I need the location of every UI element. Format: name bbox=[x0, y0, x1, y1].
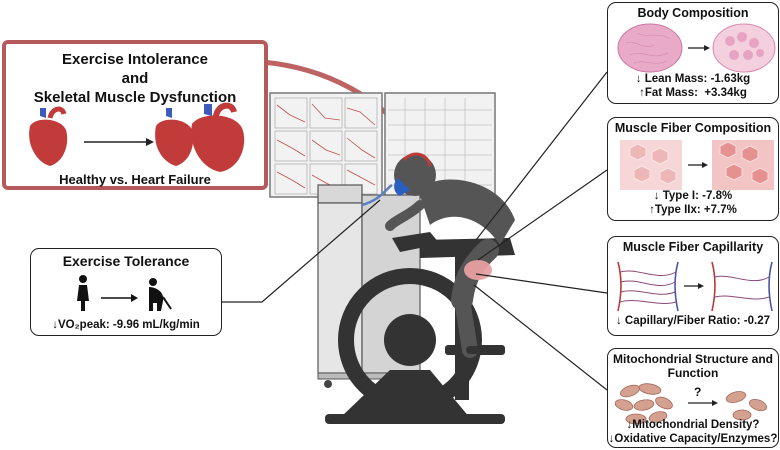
fatigued-person-icon bbox=[149, 278, 172, 311]
hf-capillary-network-icon bbox=[711, 261, 773, 312]
header-title-line2: and bbox=[121, 70, 149, 87]
walking-person-icon bbox=[77, 275, 89, 311]
healthy-mitochondria-icon bbox=[614, 383, 673, 425]
lean-mass-stat: ↓ Lean Mass: -1.63kg bbox=[635, 73, 751, 85]
hf-mitochondria-icon bbox=[725, 391, 768, 421]
exercise-tolerance-panel: Exercise Tolerance ↓VO₂peak: -9.96 mL/kg… bbox=[30, 248, 222, 336]
body-composition-title: Body Composition bbox=[637, 6, 749, 20]
healthy-muscle-cross-section-icon bbox=[617, 23, 683, 73]
mitochondria-graphic bbox=[614, 383, 768, 425]
mitochondria-panel: Mitochondrial Structure and Function ? ↓… bbox=[607, 348, 779, 448]
type-i-stat: ↓ Type I: -7.8% bbox=[653, 190, 733, 202]
healthy-heart-icon bbox=[29, 106, 68, 166]
healthy-fiber-mosaic-icon bbox=[620, 140, 682, 190]
header-panel: Exercise Intolerance and Skeletal Muscle… bbox=[2, 40, 268, 190]
mitochondria-question-mark: ? bbox=[694, 385, 702, 399]
body-composition-panel: Body Composition ↓ Lean Mass: -1.63kg ↑F… bbox=[607, 2, 779, 104]
mitochondria-title-line1: Mitochondrial Structure and bbox=[612, 352, 773, 366]
heart-comparison-graphic bbox=[29, 102, 245, 172]
capillary-ratio-stat: ↓ Capillary/Fiber Ratio: -0.27 bbox=[615, 315, 770, 327]
walking-person-icons bbox=[77, 275, 172, 311]
rider-figure bbox=[385, 152, 515, 358]
mitochondria-title-line2: Function bbox=[667, 366, 719, 380]
connector-lines bbox=[222, 71, 608, 391]
header-caption: Healthy vs. Heart Failure bbox=[59, 172, 211, 187]
vo2peak-stat: ↓VO₂peak: -9.96 mL/kg/min bbox=[52, 319, 200, 331]
fat-mass-stat: ↑Fat Mass: +3.34kg bbox=[639, 87, 747, 99]
header-title-line1: Exercise Intolerance bbox=[62, 51, 208, 68]
monitor-left bbox=[269, 92, 383, 198]
hf-fiber-mosaic-icon bbox=[712, 140, 774, 190]
oxidative-capacity-stat: ↓Oxidative Capacity/Enzymes? bbox=[608, 433, 778, 445]
exercise-tolerance-title: Exercise Tolerance bbox=[62, 253, 190, 269]
hf-muscle-cross-section-icon bbox=[712, 23, 776, 73]
mito-density-stat: ↓Mitochondrial Density? bbox=[626, 419, 760, 431]
capillarity-title: Muscle Fiber Capillarity bbox=[622, 240, 764, 254]
muscle-cross-section-graphic bbox=[617, 23, 776, 73]
healthy-capillary-network-icon bbox=[617, 261, 679, 312]
fiber-composition-title: Muscle Fiber Composition bbox=[614, 121, 772, 135]
capillarity-panel: Muscle Fiber Capillarity ↓ Capillary/Fib… bbox=[607, 236, 779, 336]
fiber-composition-panel: Muscle Fiber Composition ↓ Type I: -7.8%… bbox=[607, 117, 779, 221]
header-title-line3: Skeletal Muscle Dysfunction bbox=[33, 89, 237, 106]
fiber-type-graphic bbox=[620, 140, 774, 190]
type-iix-stat: ↑Type IIx: +7.7% bbox=[649, 204, 737, 216]
failing-heart-icon bbox=[155, 102, 245, 172]
capillary-graphic bbox=[617, 261, 773, 312]
